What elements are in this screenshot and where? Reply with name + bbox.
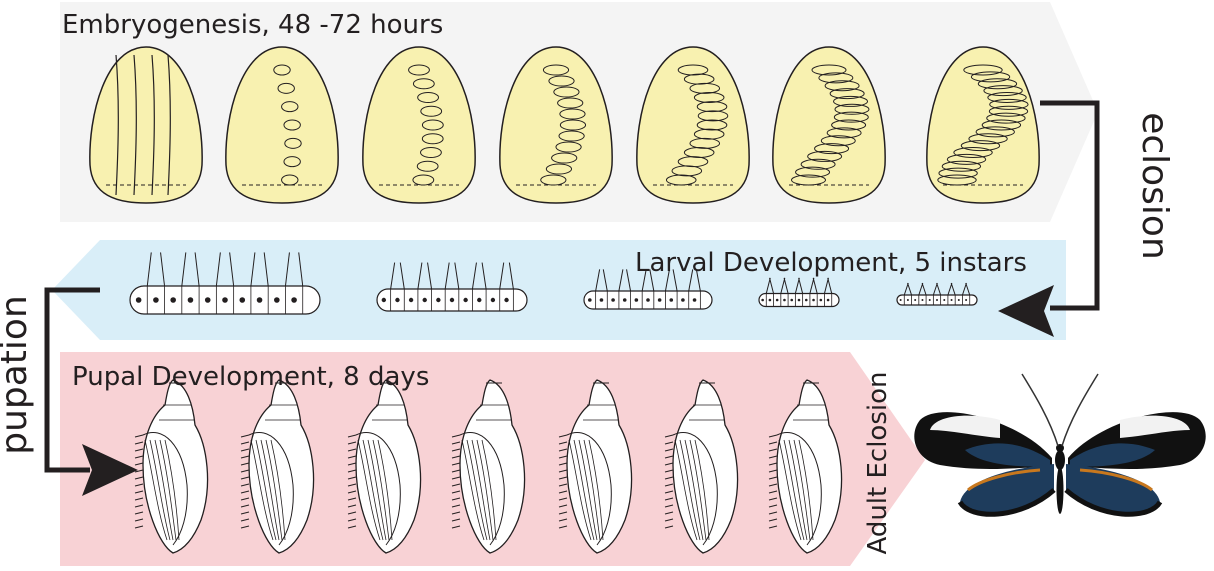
larval-title: Larval Development, 5 instars: [635, 250, 1027, 276]
adult-eclosion-label: Adult Eclosion: [865, 363, 891, 563]
butterfly-image: [914, 374, 1205, 514]
embryogenesis-title: Embryogenesis, 48 -72 hours: [62, 12, 443, 38]
pupation-label: pupation: [0, 275, 33, 475]
pupal-title: Pupal Development, 8 days: [72, 364, 429, 390]
eclosion-label: eclosion: [1136, 86, 1172, 286]
